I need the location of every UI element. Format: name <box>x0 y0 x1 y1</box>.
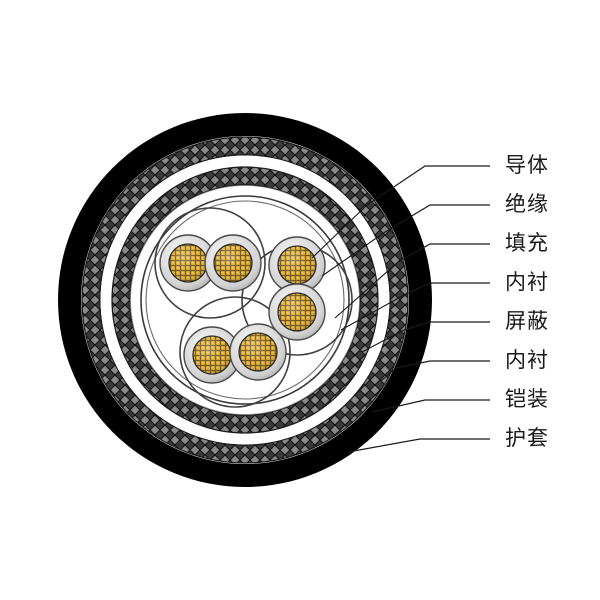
pair-top-left <box>154 207 266 319</box>
label-inner-liner-2: 内衬 <box>505 348 549 372</box>
callout-leader-lines <box>347 165 490 453</box>
conductor-4-shade <box>278 293 316 331</box>
leader-sheath <box>347 438 490 453</box>
label-armor: 铠装 <box>505 387 549 411</box>
leader-armor <box>371 399 490 413</box>
conductor-6-shade <box>239 333 277 371</box>
core-group <box>159 234 326 384</box>
core-3 <box>268 236 326 294</box>
label-inner-liner-1: 内衬 <box>505 270 549 294</box>
leader-filler <box>397 243 490 263</box>
conductor-2-shade <box>214 244 252 282</box>
layer-filler-inner-outline <box>145 200 345 400</box>
label-insulation: 绝缘 <box>505 192 549 216</box>
conductor-1-shade <box>169 244 207 282</box>
layer-shield-inner-edge <box>129 184 361 416</box>
core-6 <box>229 323 287 381</box>
leader-conductor <box>366 165 490 206</box>
core-4 <box>268 283 326 341</box>
leader-filler-inner <box>334 261 399 319</box>
core-5 <box>183 326 241 384</box>
leader-insulation <box>384 204 490 233</box>
layer-shield-outer-edge <box>111 166 379 434</box>
label-conductor: 导体 <box>505 153 549 177</box>
label-filler: 填充 <box>505 231 549 255</box>
leader-inner-liner-2 <box>395 360 490 369</box>
layer-armor-outer-edge <box>81 136 409 464</box>
leader-conductor-inner <box>311 204 368 259</box>
label-sheath: 护套 <box>505 426 549 450</box>
inner-leader-lines <box>311 204 405 382</box>
conductor-5-shade <box>193 336 231 374</box>
core-1 <box>159 234 217 292</box>
leader-inner-liner-1 <box>403 282 490 296</box>
conductor-3-shade <box>278 246 316 284</box>
leader-insulation-inner <box>321 231 386 277</box>
label-shield: 屏蔽 <box>505 309 549 333</box>
core-2 <box>204 234 262 292</box>
leader-liner1-inner <box>340 294 405 331</box>
leader-shield <box>403 321 490 331</box>
leader-liner2-inner <box>380 367 397 382</box>
leader-shield-inner <box>361 329 405 353</box>
layer-armor-inner-edge <box>99 154 391 446</box>
pair-bottom <box>179 296 291 408</box>
